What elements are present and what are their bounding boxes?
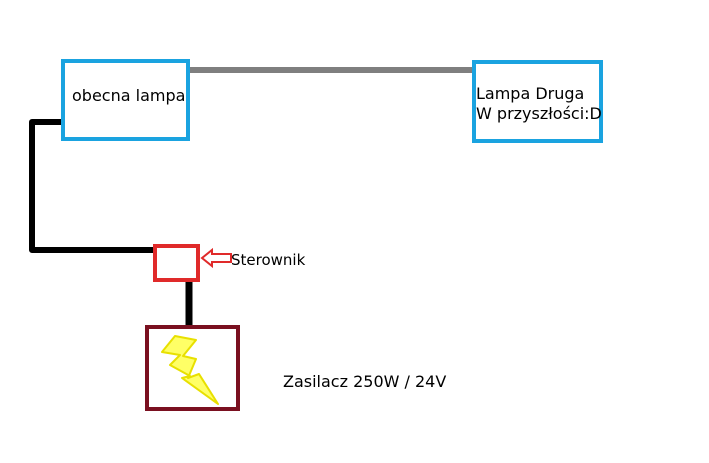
lightning-bolt-icon — [161, 335, 219, 405]
lamp-second-label-line1: Lampa Druga — [476, 84, 585, 103]
lamp-second-box — [472, 60, 603, 143]
controller-box — [153, 244, 200, 282]
black-wire-lamp-to-controller — [29, 119, 158, 253]
power-supply-label: Zasilacz 250W / 24V — [283, 372, 447, 391]
controller-label: Sterownik — [231, 251, 306, 269]
lamp-current-label: obecna lampa — [72, 86, 186, 105]
arrow-icon — [200, 247, 232, 269]
lamp-current-box — [61, 59, 190, 141]
lamp-second-label-line2: W przyszłości:D — [476, 104, 602, 123]
